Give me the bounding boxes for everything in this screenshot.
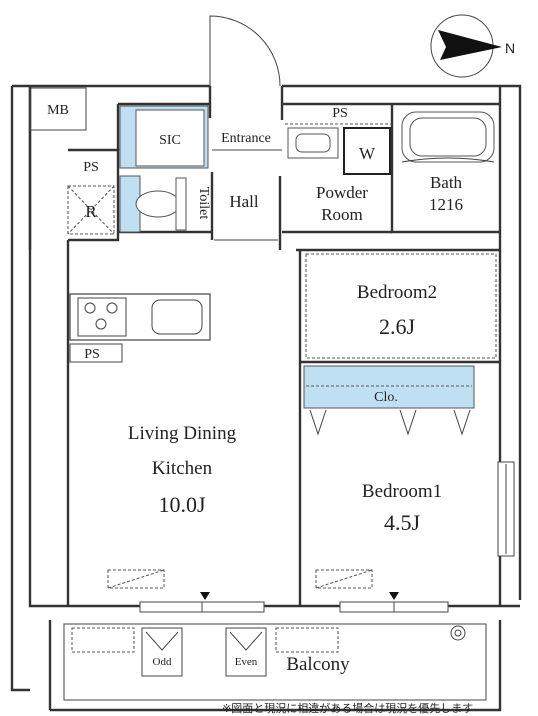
living-dining-kitchen: Living Dining Kitchen 10.0J	[107, 423, 237, 589]
powder-room-label-line1: Powder	[316, 183, 368, 202]
bedroom2: Bedroom2 2.6J	[305, 253, 497, 359]
balcony-windows	[139, 592, 449, 613]
closet-label: Clo.	[374, 390, 398, 405]
mb-label: MB	[47, 103, 69, 118]
odd-label: Odd	[153, 656, 172, 668]
stove-burner-icon	[95, 318, 107, 330]
bedroom1: Bedroom1 4.5J	[315, 461, 515, 589]
window-arrow-icon	[200, 592, 210, 600]
ps-top-label: PS	[332, 106, 348, 121]
left-utility: PS R	[67, 160, 115, 235]
balcony-label: Balcony	[286, 654, 350, 675]
bedroom1-size: 4.5J	[384, 510, 421, 535]
bath-label-line1: Bath	[430, 173, 463, 192]
bath-room: Bath 1216	[401, 111, 495, 214]
footer-note: ※図面と現況に相違がある場合は現況を優先します	[222, 703, 474, 715]
washer-label: W	[359, 144, 376, 163]
stove-burner-icon	[106, 302, 118, 314]
entrance-door	[208, 15, 284, 120]
even-label: Even	[235, 656, 258, 668]
powder-room: W Powder Room	[287, 127, 391, 224]
bedroom2-name: Bedroom2	[357, 282, 437, 303]
window-arrow-icon	[389, 592, 399, 600]
ldk-label-line1: Living Dining	[128, 423, 237, 444]
powder-room-label-line2: Room	[321, 205, 363, 224]
bath-label-line2: 1216	[429, 195, 463, 214]
ps-kitchen-label: PS	[84, 347, 100, 362]
interior-walls	[66, 102, 500, 606]
meter-box: MB	[29, 87, 87, 131]
bedroom1-name: Bedroom1	[362, 481, 442, 502]
toilet-room: Toilet	[119, 175, 211, 233]
toilet-bowl-icon	[135, 190, 181, 218]
toilet-label: Toilet	[196, 187, 211, 220]
closet: Clo.	[303, 365, 475, 436]
bedroom2-size: 2.6J	[379, 314, 416, 339]
stove-burner-icon	[84, 302, 96, 314]
r-label: R	[85, 202, 97, 221]
ldk-label-line2: Kitchen	[152, 458, 213, 479]
compass: N	[430, 14, 515, 78]
entrance-label: Entrance	[221, 131, 271, 146]
balcony: Odd Even Balcony	[71, 625, 466, 677]
drain-icon	[450, 625, 466, 641]
hall-label: Hall	[229, 192, 259, 211]
sic-label: SIC	[159, 133, 181, 148]
compass-north-arrow-icon	[438, 30, 502, 60]
compass-north-label: N	[505, 40, 515, 56]
ldk-size: 10.0J	[158, 492, 206, 517]
ps-left-label: PS	[83, 160, 99, 175]
sic-closet: SIC	[119, 105, 209, 169]
kitchen-counter: PS	[69, 293, 211, 363]
